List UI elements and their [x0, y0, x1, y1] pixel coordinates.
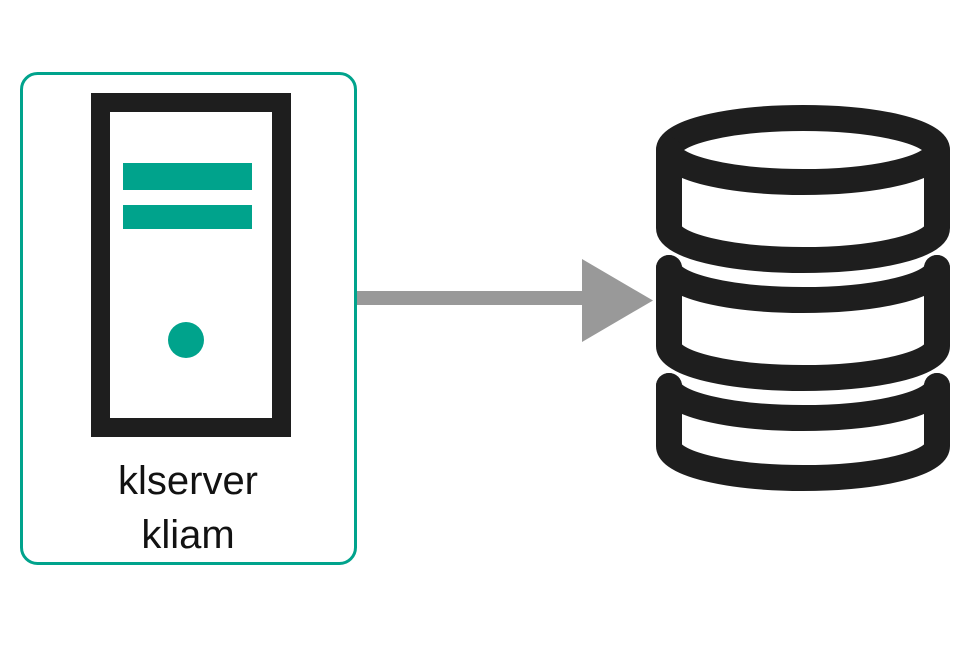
database-disc-bottom-body [656, 373, 950, 491]
server-to-database-arrow[interactable] [357, 259, 653, 342]
database-disc-bottom-top-arc [656, 373, 950, 431]
server-node-label-line-2: kliam [141, 513, 234, 557]
server-power-led-icon [168, 322, 204, 358]
server-node-label-line-1: klserver [118, 459, 258, 503]
database-node[interactable] [656, 105, 950, 491]
database-disc-top-body [656, 137, 950, 273]
server-node[interactable]: klserver kliam [20, 72, 357, 565]
arrow-shape[interactable] [357, 259, 653, 342]
database-disc-top-ellipse [656, 105, 950, 195]
database-icon [656, 105, 950, 491]
server-vent-bar-top [123, 163, 252, 190]
database-disc-middle-body [656, 255, 950, 391]
database-disc-middle-top-arc [656, 255, 950, 313]
server-chassis-outline [91, 93, 291, 437]
server-vent-bar-bottom [123, 205, 252, 229]
server-tower-icon [91, 93, 291, 437]
